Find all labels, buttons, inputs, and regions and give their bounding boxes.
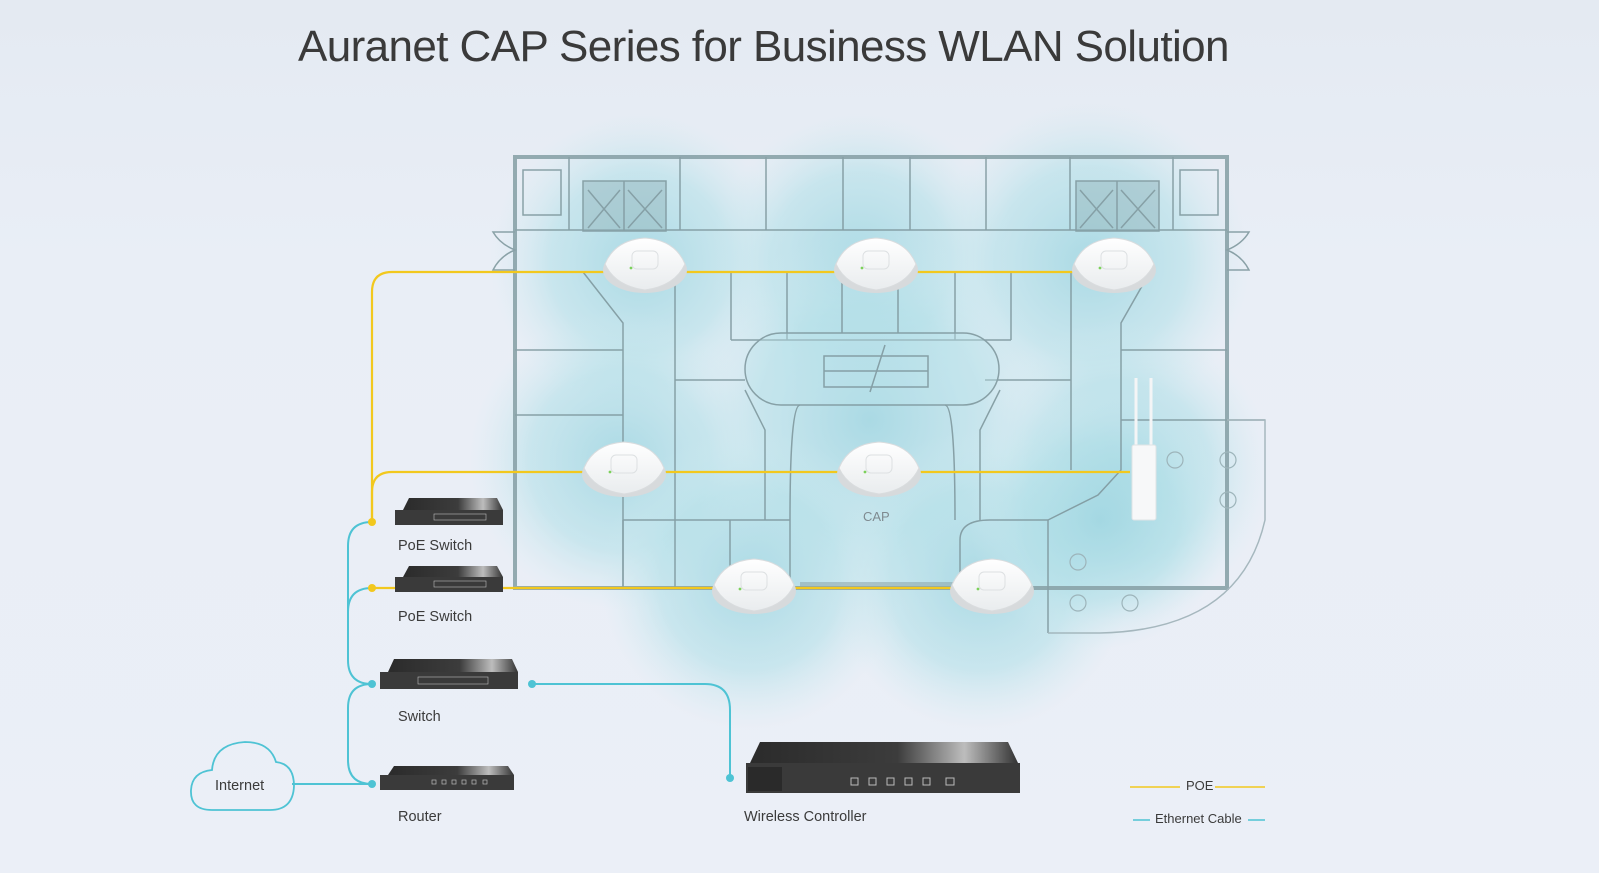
internet-label: Internet [215, 778, 265, 794]
outdoor-tables [1069, 451, 1237, 612]
cap-device-icon [582, 441, 666, 497]
floor-plan [491, 155, 1266, 634]
legend-ethernet-label: Ethernet Cable [1155, 811, 1242, 826]
router-icon [380, 766, 514, 790]
cap-device-icon [834, 237, 918, 293]
page-title: Auranet CAP Series for Business WLAN Sol… [298, 22, 1229, 71]
cap-device-icon [712, 558, 796, 614]
poe-cable-row-1 [370, 270, 1105, 522]
legend-ethernet: Ethernet Cable [1155, 811, 1242, 826]
connection-points [368, 518, 734, 788]
cap-device-icon [837, 441, 921, 497]
legend-lines [1130, 786, 1265, 821]
cap-device-icon [1072, 237, 1156, 293]
cloud-icon [190, 741, 295, 811]
poe-switch-2-label: PoE Switch [398, 609, 473, 625]
cap-label: CAP [863, 509, 890, 524]
poe-switch-icon [395, 498, 503, 525]
poe-switch-1-label: PoE Switch [398, 538, 473, 554]
poe-cable-row-2 [370, 470, 1130, 522]
wireless-controller-label: Wireless Controller [744, 809, 867, 825]
cap-device-icon [950, 558, 1034, 614]
wireless-controller-icon [746, 742, 1020, 793]
router-label: Router [398, 809, 442, 825]
cap-device-icon [603, 237, 687, 293]
ceiling-access-points [582, 237, 1156, 614]
legend-poe-label: POE [1186, 778, 1214, 793]
switch-label: Switch [398, 709, 441, 725]
legend-poe: POE [1186, 778, 1213, 793]
switch-icon [380, 659, 518, 689]
outdoor-access-point-icon [1131, 378, 1157, 521]
poe-switch-icon [395, 566, 503, 592]
ethernet-cables [292, 521, 731, 785]
